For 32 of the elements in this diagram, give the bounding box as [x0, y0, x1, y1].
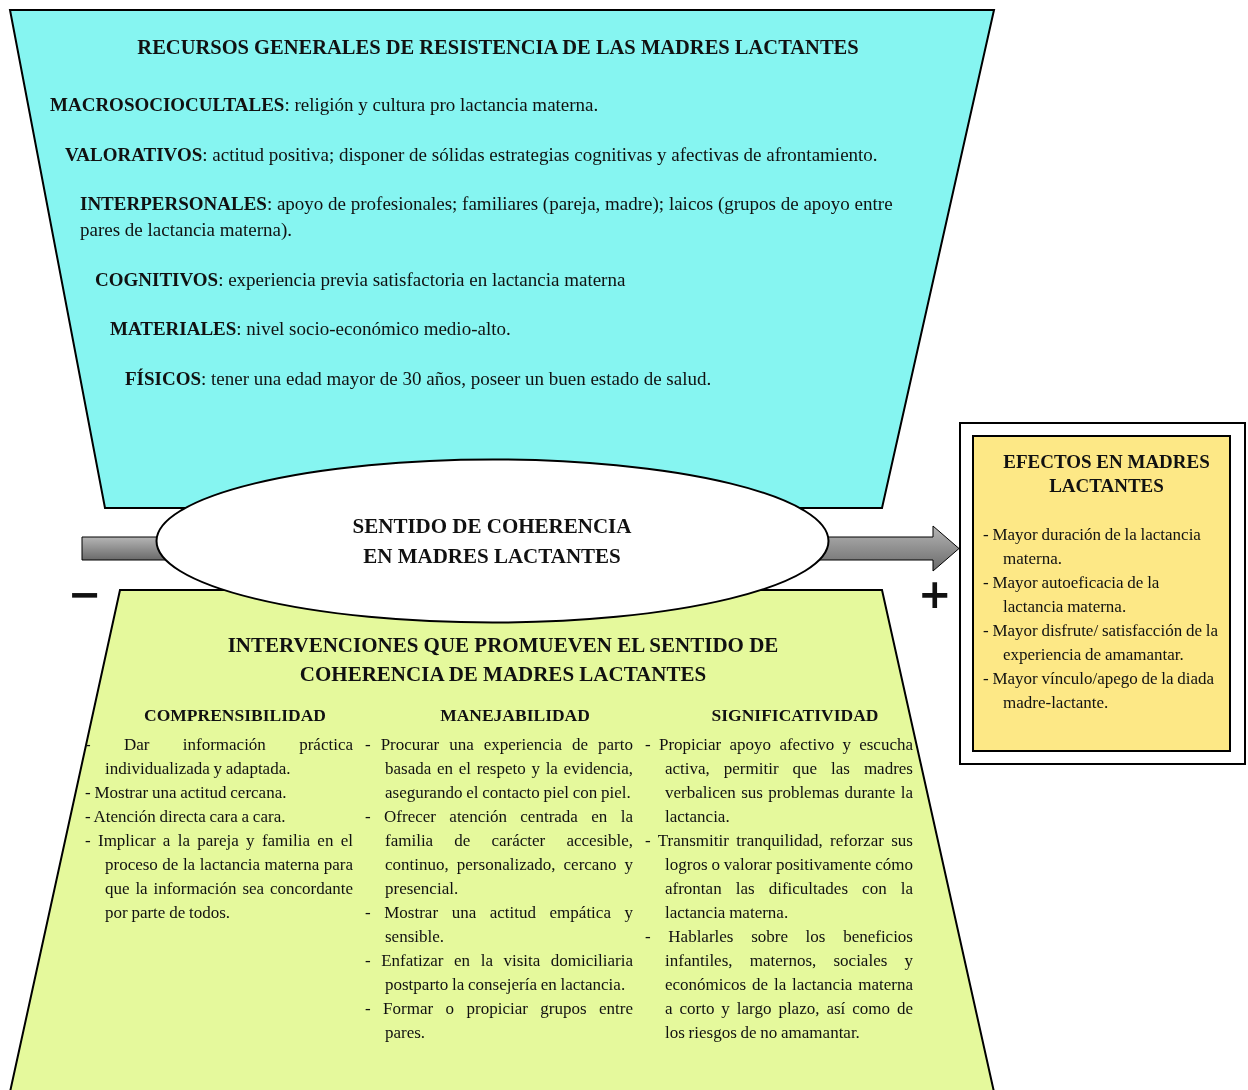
panel-heading: RECURSOS GENERALES DE RESISTENCIA DE LAS MADRES LACTANTES: [136, 35, 860, 60]
list-item: - Atención directa cara a cara.: [85, 806, 287, 828]
column-heading: COMPRENSIBILIDAD: [143, 704, 327, 727]
column-heading: MANEJABILIDAD: [439, 704, 591, 727]
list-item: - Transmitir tranquilidad, reforzar sus logros o valorar positivamente cómo afrontan las dificultades con la lactancia materna.: [645, 830, 913, 924]
ellipse-label: SENTIDO DE COHERENCIA EN MADRES LACTANTES: [351, 513, 633, 570]
list-item: - Implicar a la pareja y familia en el proceso de la lactancia materna para que la información sea concordante por parte de todos.: [85, 830, 353, 924]
list-item: - Mostrar una actitud empática y sensible.: [365, 902, 633, 948]
list-item: - Ofrecer atención centrada en la familia de carácter accesible, continuo, personalizado, cercano y presencial.: [365, 806, 633, 900]
box-heading: EFECTOS EN MADRES LACTANTES: [1002, 450, 1211, 498]
resource-text: INTERPERSONALES: apoyo de profesionales; familiares (pareja, madre); laicos (grupos de apoyo entre pares de lactancia materna).: [80, 192, 894, 242]
list-item: - Enfatizar en la visita domiciliaria postparto la consejería en lactancia.: [365, 950, 633, 996]
resource-text: COGNITIVOS: experiencia previa satisfactoria en lactancia materna: [95, 268, 627, 292]
list-item: - Propiciar apoyo afectivo y escucha activa, permitir que las madres verbalicen sus problemas durante la lactancia.: [645, 734, 913, 828]
panel-heading: INTERVENCIONES QUE PROMUEVEN EL SENTIDO DE COHERENCIA DE MADRES LACTANTES: [226, 632, 780, 688]
sign-label: −: [68, 574, 102, 614]
list-item: - Mayor vínculo/apego de la diada madre-lactante.: [983, 668, 1216, 714]
resource-text: FÍSICOS: tener una edad mayor de 30 años, poseer un buen estado de salud.: [125, 367, 713, 391]
list-item: - Mayor autoeficacia de la lactancia materna.: [983, 572, 1161, 618]
list-item: - Hablarles sobre los beneficios infantiles, maternos, sociales y económicos de la lactancia materna a corto y largo plazo, así como de los riesgos de no amamantar.: [645, 926, 913, 1044]
list-item: - Mostrar una actitud cercana.: [85, 782, 288, 804]
list-item: - Mayor duración de la lactancia materna.: [983, 524, 1202, 570]
block-arrow: [817, 525, 960, 572]
column-heading: SIGNIFICATIVIDAD: [710, 704, 880, 727]
list-item: - Procurar una experiencia de parto basada en el respeto y la evidencia, asegurando el contacto piel con piel.: [365, 734, 633, 804]
list-item: - Mayor disfrute/ satisfacción de la experiencia de amamantar.: [983, 620, 1219, 666]
list-item: - Dar información práctica individualizada y adaptada.: [85, 734, 353, 780]
resource-text: MACROSOCIOCULTALES: religión y cultura pro lactancia materna.: [50, 93, 600, 117]
resource-text: VALORATIVOS: actitud positiva; disponer de sólidas estrategias cognitivas y afectivas de afrontamiento.: [65, 143, 879, 167]
sign-label: +: [918, 574, 952, 614]
list-item: - Formar o propiciar grupos entre pares.: [365, 998, 633, 1044]
resource-text: MATERIALES: nivel socio-económico medio-alto.: [110, 317, 512, 341]
